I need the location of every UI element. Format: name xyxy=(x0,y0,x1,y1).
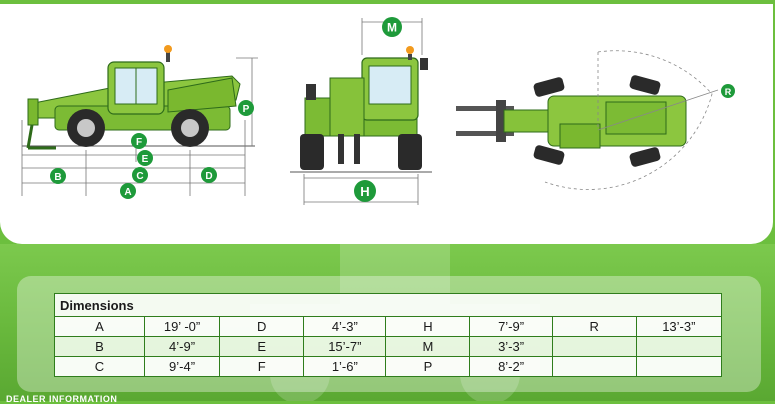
svg-text:F: F xyxy=(136,137,142,148)
table-header-row: Dimensions xyxy=(54,293,722,317)
svg-text:D: D xyxy=(205,171,212,182)
table-cell: 3’-3” xyxy=(469,336,553,357)
table-cell: 4’-9” xyxy=(143,336,221,357)
callout-p: P xyxy=(238,100,254,116)
dimensions-table: Dimensions A 19’ -0” D 4’-3” H 7’-9” R 1… xyxy=(54,293,723,377)
svg-text:H: H xyxy=(360,184,369,199)
callout-m: M xyxy=(382,17,402,37)
table-row: C 9’-4” F 1’-6” P 8’-2” xyxy=(54,356,723,377)
callout-r: R xyxy=(721,84,735,98)
table-cell: A xyxy=(54,316,145,337)
table-cell: 13’-3” xyxy=(635,316,723,337)
machine-dimension-diagram: M P F E B C D A xyxy=(21,17,735,205)
callout-d: D xyxy=(201,167,217,183)
svg-text:C: C xyxy=(136,171,143,182)
svg-text:P: P xyxy=(243,104,250,115)
top-view xyxy=(456,50,719,190)
table-cell: 8’-2” xyxy=(469,356,553,377)
callout-h: H xyxy=(354,180,376,202)
table-cell: M xyxy=(385,336,471,357)
table-cell: 4’-3” xyxy=(303,316,387,337)
table-cell: B xyxy=(54,336,145,357)
table-cell: P xyxy=(385,356,471,377)
callout-b: B xyxy=(50,168,66,184)
table-cell xyxy=(635,356,723,377)
table-cell: 9’-4” xyxy=(143,356,221,377)
table-cell: C xyxy=(54,356,145,377)
front-view xyxy=(290,18,432,205)
table-cell: 19’ -0” xyxy=(143,316,221,337)
diagram-panel: M P F E B C D A xyxy=(0,0,773,244)
svg-text:B: B xyxy=(54,172,61,183)
svg-text:M: M xyxy=(387,21,397,35)
callout-e: E xyxy=(137,150,153,166)
table-cell: E xyxy=(219,336,305,357)
side-view xyxy=(21,45,258,196)
table-row: A 19’ -0” D 4’-3” H 7’-9” R 13’-3” xyxy=(54,316,723,337)
table-cell: 1’-6” xyxy=(303,356,387,377)
table-cell: 7’-9” xyxy=(469,316,553,337)
svg-text:E: E xyxy=(142,154,149,165)
svg-text:R: R xyxy=(725,87,732,97)
table-cell: H xyxy=(385,316,471,337)
table-cell: D xyxy=(219,316,305,337)
table-cell: F xyxy=(219,356,305,377)
table-row: B 4’-9” E 15’-7” M 3’-3” xyxy=(54,336,723,357)
dealer-information-heading: DEALER INFORMATION xyxy=(6,394,118,404)
table-cell: R xyxy=(551,316,637,337)
table-cell xyxy=(635,336,723,357)
table-cell xyxy=(551,356,637,377)
table-title: Dimensions xyxy=(54,293,722,317)
table-cell: 15’-7” xyxy=(303,336,387,357)
callout-c: C xyxy=(132,167,148,183)
table-cell xyxy=(551,336,637,357)
svg-text:A: A xyxy=(124,187,131,198)
callout-f: F xyxy=(131,133,147,149)
callout-a: A xyxy=(120,183,136,199)
